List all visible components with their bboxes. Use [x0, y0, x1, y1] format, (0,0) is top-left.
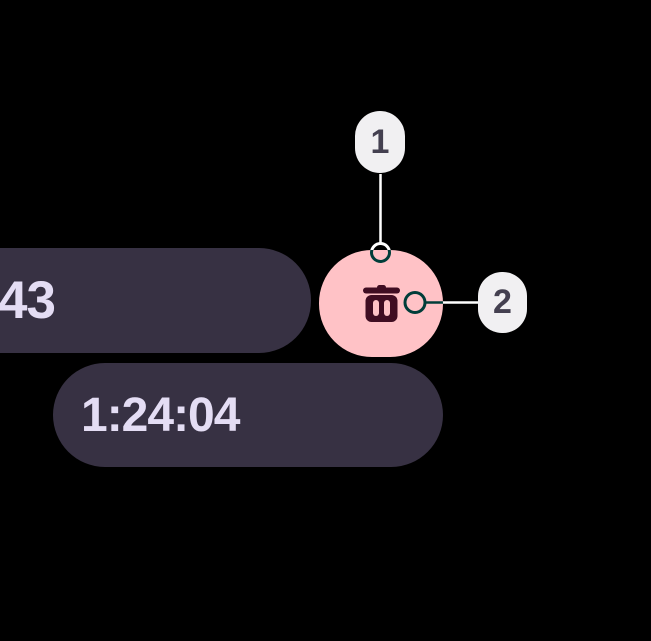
- annotation-badge-1: 1: [355, 111, 405, 173]
- timer-time-text: 1:24:04: [81, 388, 240, 442]
- annotation-badge-2: 2: [478, 272, 527, 333]
- annotation-badge-label: 2: [493, 283, 512, 321]
- trash-icon: [362, 285, 400, 322]
- annotation-badge-label: 1: [370, 122, 390, 161]
- delete-timer-button[interactable]: [319, 250, 443, 357]
- timer-time-text: 43: [0, 271, 56, 330]
- timer-time-display-main: 1:24:04: [53, 363, 443, 467]
- timer-time-display-partial: 43: [0, 248, 311, 353]
